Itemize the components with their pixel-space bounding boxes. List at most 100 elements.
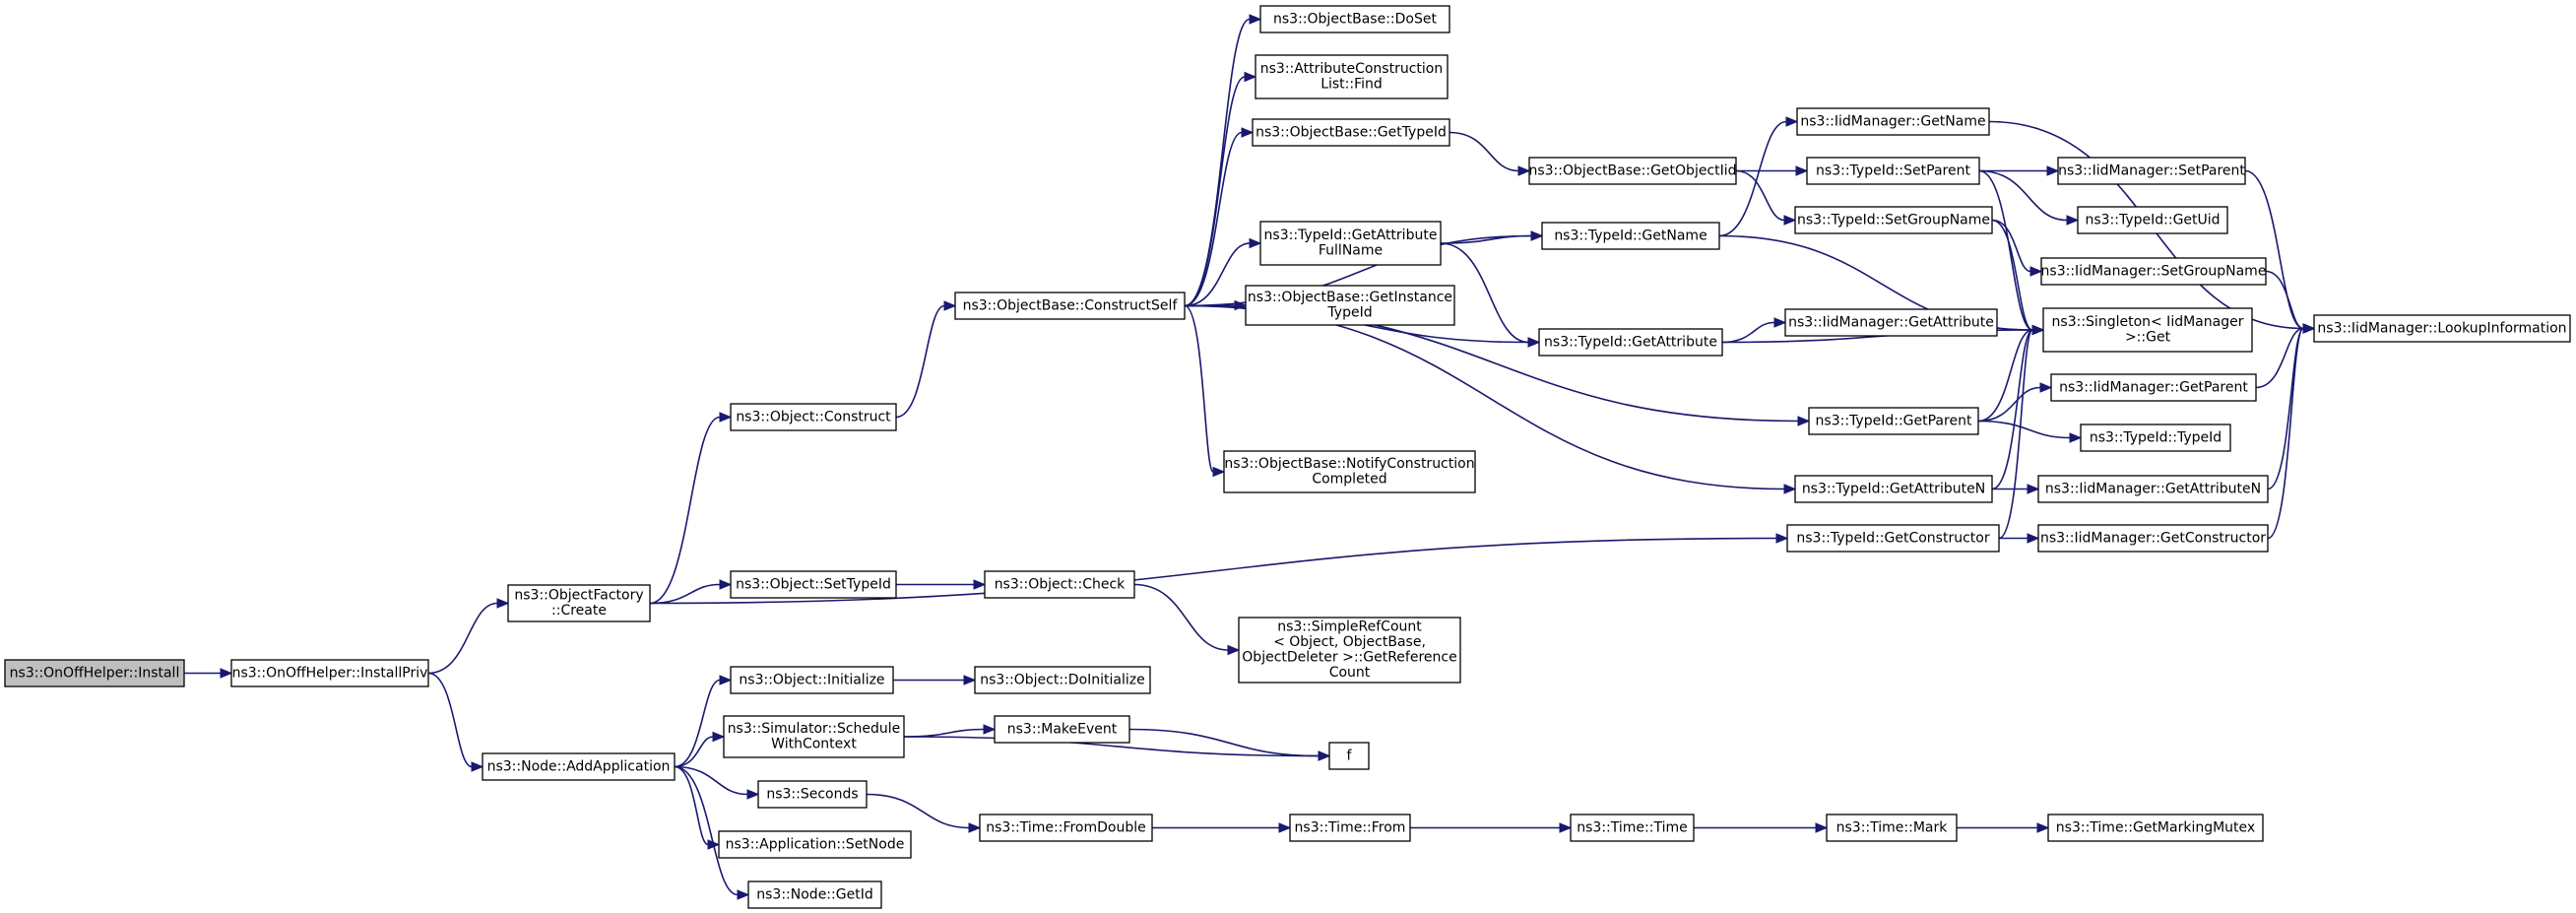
node-box (2040, 257, 2267, 286)
node-iid-getname[interactable]: ns3::IidManager::GetName (1796, 107, 1990, 136)
edge-arrowhead (1527, 337, 1541, 348)
call-edge (1152, 822, 1292, 833)
edge-arrowhead (2039, 382, 2053, 393)
edge-arrowhead (719, 579, 733, 590)
node-object-initialize[interactable]: ns3::Object::Initialize (730, 666, 894, 694)
edge-line (1977, 386, 2041, 423)
node-objbase-getobjectiid[interactable]: ns3::ObjectBase::GetObjectIid (1528, 157, 1737, 185)
node-iid-getattributen[interactable]: ns3::IidManager::GetAttributeN (2037, 475, 2269, 503)
node-object-check[interactable]: ns3::Object::Check (984, 570, 1135, 599)
edge-arrowhead (220, 668, 233, 679)
node-label: ns3::TypeId::GetConstructor (1796, 530, 1989, 546)
node-label: Count (1329, 665, 1371, 681)
node-typeid-getname[interactable]: ns3::TypeId::GetName (1541, 222, 1720, 250)
node-seconds[interactable]: ns3::Seconds (757, 780, 868, 809)
call-edge (1735, 169, 1797, 226)
node-time-fromdouble[interactable]: ns3::Time::FromDouble (979, 814, 1153, 842)
node-node-addapp[interactable]: ns3::Node::AddApplication (482, 752, 676, 781)
edge-line (1184, 304, 1214, 473)
node-box (1223, 450, 1476, 493)
node-label: ns3::ObjectBase::DoSet (1273, 11, 1437, 27)
node-objbase-gettypeid[interactable]: ns3::ObjectBase::GetTypeId (1252, 118, 1450, 147)
node-label: ns3::Application::SetNode (726, 836, 905, 852)
node-typeid-setparent[interactable]: ns3::TypeId::SetParent (1806, 157, 1980, 185)
node-box (730, 570, 897, 599)
node-object-settypeid[interactable]: ns3::Object::SetTypeId (730, 570, 897, 599)
node-typeid-getattribute[interactable]: ns3::TypeId::GetAttribute (1538, 328, 1723, 357)
node-objfactory-create[interactable]: ns3::ObjectFactory::Create (507, 584, 651, 622)
node-typeid-getuid[interactable]: ns3::TypeId::GetUid (2077, 206, 2228, 234)
edge-arrowhead (719, 675, 733, 685)
node-time-time[interactable]: ns3::Time::Time (1570, 814, 1695, 842)
node-label: ns3::ObjectBase::NotifyConstruction (1224, 456, 1474, 472)
edge-line (1991, 329, 2033, 490)
edge-arrowhead (1318, 750, 1331, 761)
node-time-mark[interactable]: ns3::Time::Mark (1826, 814, 1958, 842)
node-onoff-installpriv[interactable]: ns3::OnOffHelper::InstallPriv (230, 659, 429, 687)
node-label: ns3::IidManager::GetAttributeN (2045, 481, 2261, 496)
edge-arrowhead (1559, 822, 1573, 833)
node-iid-getconstructor[interactable]: ns3::IidManager::GetConstructor (2037, 524, 2269, 553)
node-typeid-getattributen[interactable]: ns3::TypeId::GetAttributeN (1794, 475, 1993, 503)
node-label: ns3::Object::SetTypeId (736, 576, 891, 592)
call-edge (427, 672, 484, 772)
node-box (994, 715, 1130, 744)
node-object-construct[interactable]: ns3::Object::Construct (730, 403, 897, 431)
node-label: ns3::ObjectBase::ConstructSelf (963, 297, 1179, 313)
node-label: ns3::TypeId::GetAttribute (1264, 228, 1438, 243)
edge-arrowhead (496, 598, 510, 609)
node-time-getmarkingmutex[interactable]: ns3::Time::GetMarkingMutex (2047, 814, 2264, 842)
node-node-getid[interactable]: ns3::Node::GetId (747, 880, 882, 909)
node-onoff-install[interactable]: ns3::OnOffHelper::Install (4, 659, 185, 687)
node-iid-getparent[interactable]: ns3::IidManager::GetParent (2050, 373, 2257, 402)
node-label: ns3::Time::Time (1577, 819, 1687, 835)
node-typeid-getparent[interactable]: ns3::TypeId::GetParent (1808, 407, 1979, 435)
node-objbase-constructself[interactable]: ns3::ObjectBase::ConstructSelf (954, 292, 1186, 320)
node-box (1289, 814, 1411, 842)
node-box (2080, 424, 2231, 452)
edge-line (1721, 321, 1775, 344)
call-edge (1440, 230, 1544, 244)
node-iid-setparent[interactable]: ns3::IidManager::SetParent (2057, 157, 2246, 185)
node-typeid-typeid[interactable]: ns3::TypeId::TypeId (2080, 424, 2231, 452)
node-objbase-doset[interactable]: ns3::ObjectBase::DoSet (1259, 5, 1450, 33)
node-iid-getattribute[interactable]: ns3::IidManager::GetAttribute (1784, 308, 1998, 337)
node-typeid-setgroupname[interactable]: ns3::TypeId::SetGroupName (1794, 206, 1993, 234)
edge-arrowhead (1775, 533, 1789, 544)
call-edge (674, 765, 750, 900)
node-box (482, 752, 676, 781)
node-object-doinitialize[interactable]: ns3::Object::DoInitialize (974, 666, 1151, 694)
edge-line (427, 602, 498, 675)
call-edge (1694, 822, 1829, 833)
node-iid-setgroupname[interactable]: ns3::IidManager::SetGroupName (2040, 257, 2267, 286)
node-time-from[interactable]: ns3::Time::From (1289, 814, 1411, 842)
node-singleton-get[interactable]: ns3::Singleton< IidManager>::Get (2042, 307, 2253, 353)
edge-line (2267, 327, 2304, 540)
node-box (954, 292, 1186, 320)
call-edge (184, 668, 233, 679)
node-box (747, 880, 882, 909)
node-makeevent[interactable]: ns3::MakeEvent (994, 715, 1130, 744)
node-box (730, 666, 894, 694)
node-f[interactable]: f (1328, 742, 1370, 770)
node-box (1238, 617, 1461, 684)
node-app-setnode[interactable]: ns3::Application::SetNode (718, 830, 912, 859)
edge-line (649, 583, 721, 605)
call-edge (866, 793, 982, 833)
edge-line (1735, 169, 1785, 222)
node-label: < Object, ObjectBase, (1273, 634, 1426, 650)
node-typeid-getconstructor[interactable]: ns3::TypeId::GetConstructor (1786, 524, 2000, 553)
call-edge (893, 675, 977, 685)
edge-line (866, 793, 970, 829)
node-box (507, 584, 651, 622)
node-objbase-notifyconstr[interactable]: ns3::ObjectBase::NotifyConstructionCompl… (1223, 450, 1476, 493)
edge-line (1998, 329, 2033, 540)
node-simplerefcount[interactable]: ns3::SimpleRefCount< Object, ObjectBase,… (1238, 617, 1461, 684)
edge-line (1184, 18, 1251, 307)
node-iid-lookupinfo[interactable]: ns3::IidManager::LookupInformation (2313, 314, 2571, 343)
